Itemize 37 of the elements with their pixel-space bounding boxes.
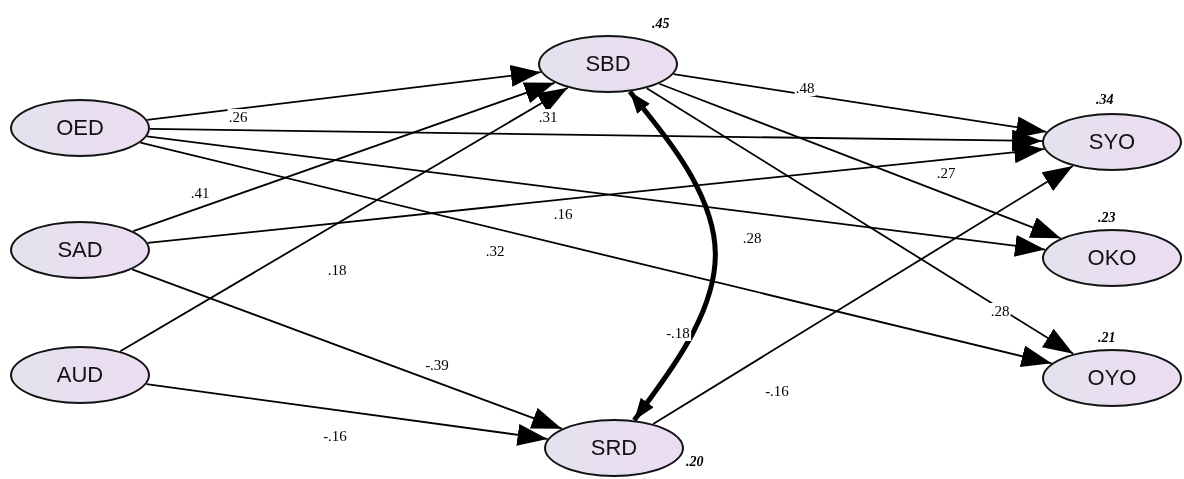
- edge-label: .48: [794, 80, 816, 96]
- arrow: [149, 128, 1043, 152]
- r-squared-value: .23: [1098, 210, 1116, 226]
- edge-label: .41: [189, 185, 211, 201]
- r-squared-value: .34: [1096, 92, 1114, 108]
- edge-label: .27: [935, 165, 957, 181]
- variable-name: OKO: [1087, 245, 1137, 271]
- edge-label: .18: [326, 262, 348, 278]
- arrow: [652, 165, 1074, 425]
- variable-name: OYO: [1087, 365, 1137, 391]
- edge-label: -.16: [322, 428, 348, 444]
- edge-label: -.18: [665, 325, 691, 341]
- r-squared-value: .21: [1098, 330, 1116, 346]
- arrow: [131, 268, 563, 430]
- variable-name: SRD: [590, 435, 638, 461]
- r-squared-value: .45: [652, 16, 670, 32]
- edge-label: .32: [484, 243, 506, 259]
- variable-name: OED: [56, 115, 104, 141]
- edge-label: .16: [552, 206, 574, 222]
- variable-name: SBD: [585, 51, 631, 77]
- arrow: [645, 87, 1075, 355]
- arrow: [119, 86, 569, 353]
- arrow: [139, 141, 1053, 367]
- edge-label: -.39: [424, 357, 450, 373]
- arrow: [658, 82, 1062, 240]
- arrow: [132, 81, 556, 233]
- edge-label: .26: [227, 109, 249, 125]
- latent-variable-ellipse: [10, 221, 150, 279]
- variable-name: AUD: [56, 362, 104, 388]
- edge-label: .31: [537, 109, 559, 125]
- edge-label: .28: [741, 230, 763, 246]
- double-headed-arrow: [627, 90, 718, 422]
- r-squared-value: .20: [686, 454, 704, 470]
- variable-name: SYO: [1088, 129, 1136, 155]
- edge-label: .28: [989, 303, 1011, 319]
- edge-label: -.16: [764, 383, 790, 399]
- variable-name: SAD: [57, 237, 103, 263]
